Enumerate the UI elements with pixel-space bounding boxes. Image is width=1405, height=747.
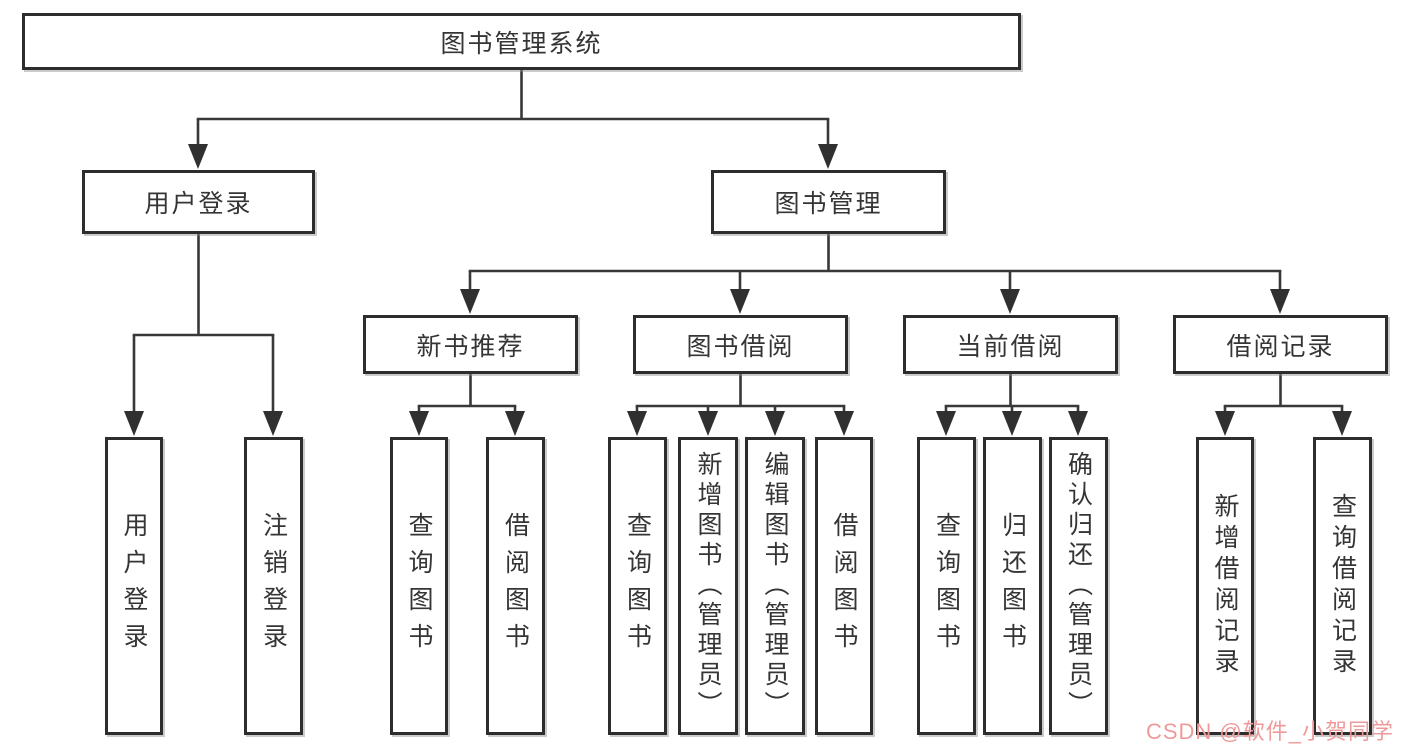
node-label: 借阅图书 — [501, 512, 530, 660]
node-label: 用户登录 — [144, 190, 253, 218]
node-label: 编辑图书（管理员） — [761, 451, 789, 721]
node-label: 图书借阅 — [686, 332, 795, 361]
leaf-confirm-return-admin: 确认归还（管理员） — [1049, 437, 1108, 735]
arrowhead-icon — [1215, 411, 1235, 436]
connector-current-to-leaves — [936, 374, 1088, 436]
leaf-query-books-current: 查询图书 — [917, 437, 976, 735]
arrowhead-icon — [124, 411, 144, 436]
node-label: 查询图书 — [405, 512, 433, 660]
node-label: 图书管理系统 — [440, 29, 603, 58]
arrowhead-icon — [1068, 411, 1088, 436]
node-label: 查询图书 — [932, 512, 961, 660]
leaf-user-login: 用户登录 — [105, 437, 163, 735]
connector-mgmt-to-level3 — [460, 233, 1290, 314]
leaf-add-borrow-record: 新增借阅记录 — [1196, 437, 1254, 735]
connector-root-to-level2 — [188, 69, 838, 169]
connector-borrow-to-leaves — [627, 374, 854, 436]
node-user-login: 用户登录 — [82, 170, 315, 234]
node-label: 确认归还（管理员） — [1064, 451, 1093, 721]
node-label: 新增借阅记录 — [1211, 493, 1239, 679]
leaf-borrow-books-recommend: 借阅图书 — [486, 437, 545, 735]
arrowhead-icon — [834, 411, 854, 436]
leaf-return-books: 归还图书 — [983, 437, 1042, 735]
leaf-borrow-books: 借阅图书 — [815, 437, 873, 735]
leaf-edit-book-admin: 编辑图书（管理员） — [745, 437, 805, 735]
node-label: 归还图书 — [998, 512, 1027, 660]
arrowhead-icon — [505, 411, 525, 436]
node-borrow-records: 借阅记录 — [1173, 315, 1388, 374]
node-label: 注销登录 — [259, 512, 288, 660]
arrowhead-icon — [627, 411, 647, 436]
arrowhead-icon — [765, 411, 785, 436]
node-current-borrow: 当前借阅 — [903, 315, 1118, 374]
leaf-add-book-admin: 新增图书（管理员） — [678, 437, 738, 735]
node-book-borrow: 图书借阅 — [633, 315, 848, 374]
node-label: 新增图书（管理员） — [694, 451, 722, 721]
node-label: 用户登录 — [120, 512, 148, 660]
leaf-query-books-borrow: 查询图书 — [608, 437, 667, 735]
node-label: 查询图书 — [623, 512, 652, 660]
connector-login-to-leaves — [124, 233, 283, 436]
arrowhead-icon — [1000, 289, 1020, 314]
arrowhead-icon — [263, 411, 283, 436]
arrowhead-icon — [818, 144, 838, 169]
node-book-management: 图书管理 — [711, 170, 946, 234]
node-label: 借阅记录 — [1226, 332, 1335, 361]
arrowhead-icon — [936, 411, 956, 436]
arrowhead-icon — [730, 289, 750, 314]
arrowhead-icon — [1270, 289, 1290, 314]
node-label: 图书管理 — [774, 190, 883, 218]
leaf-query-borrow-record: 查询借阅记录 — [1313, 437, 1372, 735]
node-label: 新书推荐 — [416, 332, 525, 361]
leaf-logout: 注销登录 — [244, 437, 303, 735]
node-label: 当前借阅 — [956, 332, 1065, 361]
connector-records-to-leaves — [1215, 374, 1352, 436]
connector-newbook-to-leaves — [409, 374, 525, 436]
arrowhead-icon — [698, 411, 718, 436]
leaf-query-books-recommend: 查询图书 — [390, 437, 448, 735]
arrowhead-icon — [1002, 411, 1022, 436]
node-label: 借阅图书 — [830, 512, 858, 660]
node-label: 查询借阅记录 — [1328, 493, 1357, 679]
arrowhead-icon — [409, 411, 429, 436]
csdn-watermark: CSDN @软件_小贺同学 — [1145, 719, 1394, 744]
arrowhead-icon — [1332, 411, 1352, 436]
node-new-book-recommend: 新书推荐 — [363, 315, 578, 374]
node-library-system: 图书管理系统 — [22, 13, 1021, 70]
arrowhead-icon — [188, 144, 208, 169]
arrowhead-icon — [460, 289, 480, 314]
